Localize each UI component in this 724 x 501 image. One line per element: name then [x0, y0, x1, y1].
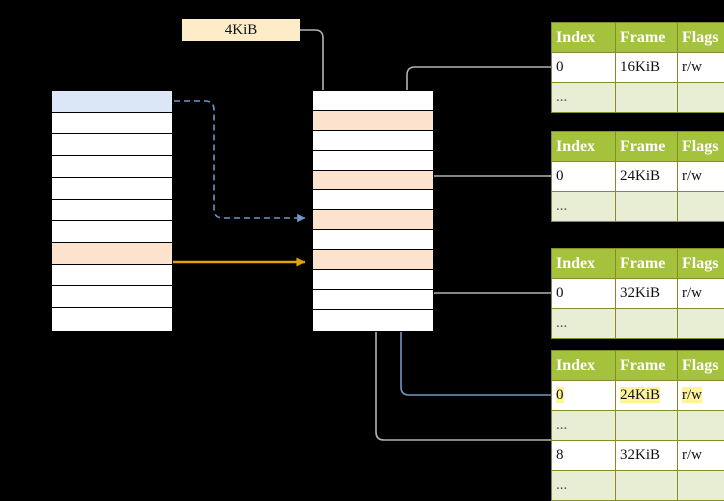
memory-cell[interactable] [52, 221, 172, 243]
column-header: Flags [678, 351, 724, 381]
memory-cell[interactable] [313, 91, 433, 111]
page-size-label: 4KiB [225, 23, 258, 38]
memory-cell[interactable] [52, 200, 172, 222]
memory-cell[interactable] [52, 308, 172, 330]
memory-cell[interactable] [313, 310, 433, 330]
table-cell: r/w [678, 162, 724, 192]
page-size-callout: 4KiB [182, 19, 300, 41]
memory-cell[interactable] [313, 171, 433, 191]
memory-cell[interactable] [52, 113, 172, 135]
table-row[interactable]: ... [552, 192, 724, 222]
column-header: Index [552, 132, 616, 162]
memory-cell[interactable] [52, 286, 172, 308]
table-cell [678, 471, 724, 501]
virtual-address-space-column [51, 90, 173, 332]
memory-cell[interactable] [313, 131, 433, 151]
table-cell [678, 411, 724, 441]
table-cell: 8 [552, 441, 616, 471]
table-cell: 0 [552, 53, 616, 83]
column-header: Frame [616, 249, 678, 279]
table-cell: 0 [552, 162, 616, 192]
column-header: Flags [678, 132, 724, 162]
table-cell: 32KiB [616, 279, 678, 309]
memory-cell[interactable] [52, 156, 172, 178]
memory-cell[interactable] [313, 250, 433, 270]
table-cell [616, 309, 678, 339]
memory-cell[interactable] [313, 210, 433, 230]
memory-cell[interactable] [313, 290, 433, 310]
memory-cell[interactable] [52, 91, 172, 113]
table-cell: 0 [552, 381, 616, 411]
column-header: Index [552, 249, 616, 279]
table-cell [678, 192, 724, 222]
column-header: Frame [616, 132, 678, 162]
table-cell: ... [552, 192, 616, 222]
memory-cell[interactable] [313, 270, 433, 290]
table-cell: 0 [552, 279, 616, 309]
memory-cell[interactable] [52, 243, 172, 265]
table-cell: ... [552, 411, 616, 441]
table-cell [678, 83, 724, 113]
column-header: Frame [616, 351, 678, 381]
memory-cell[interactable] [313, 111, 433, 131]
table-cell: ... [552, 471, 616, 501]
table-cell [616, 411, 678, 441]
memory-cell[interactable] [313, 230, 433, 250]
memory-cell[interactable] [52, 265, 172, 287]
column-header: Frame [616, 23, 678, 53]
table-cell: 24KiB [616, 381, 678, 411]
table-cell [616, 83, 678, 113]
table-cell [678, 309, 724, 339]
table-row[interactable]: ... [552, 309, 724, 339]
column-header: Index [552, 351, 616, 381]
memory-cell[interactable] [52, 178, 172, 200]
table-cell [616, 192, 678, 222]
physical-memory-column [312, 90, 434, 332]
table-cell: r/w [678, 279, 724, 309]
memory-cell[interactable] [313, 190, 433, 210]
table-cell: r/w [678, 441, 724, 471]
memory-cell[interactable] [52, 134, 172, 156]
table-row[interactable]: ... [552, 471, 724, 501]
table-cell: r/w [678, 53, 724, 83]
table-cell [616, 471, 678, 501]
table-cell: ... [552, 309, 616, 339]
table-row[interactable]: ... [552, 411, 724, 441]
memory-cell[interactable] [313, 151, 433, 171]
table-cell: 24KiB [616, 162, 678, 192]
table-cell: 16KiB [616, 53, 678, 83]
column-header: Index [552, 23, 616, 53]
column-header: Flags [678, 249, 724, 279]
column-header: Flags [678, 23, 724, 53]
table-row[interactable]: ... [552, 83, 724, 113]
table-cell: r/w [678, 381, 724, 411]
table-cell: ... [552, 83, 616, 113]
table-cell: 32KiB [616, 441, 678, 471]
